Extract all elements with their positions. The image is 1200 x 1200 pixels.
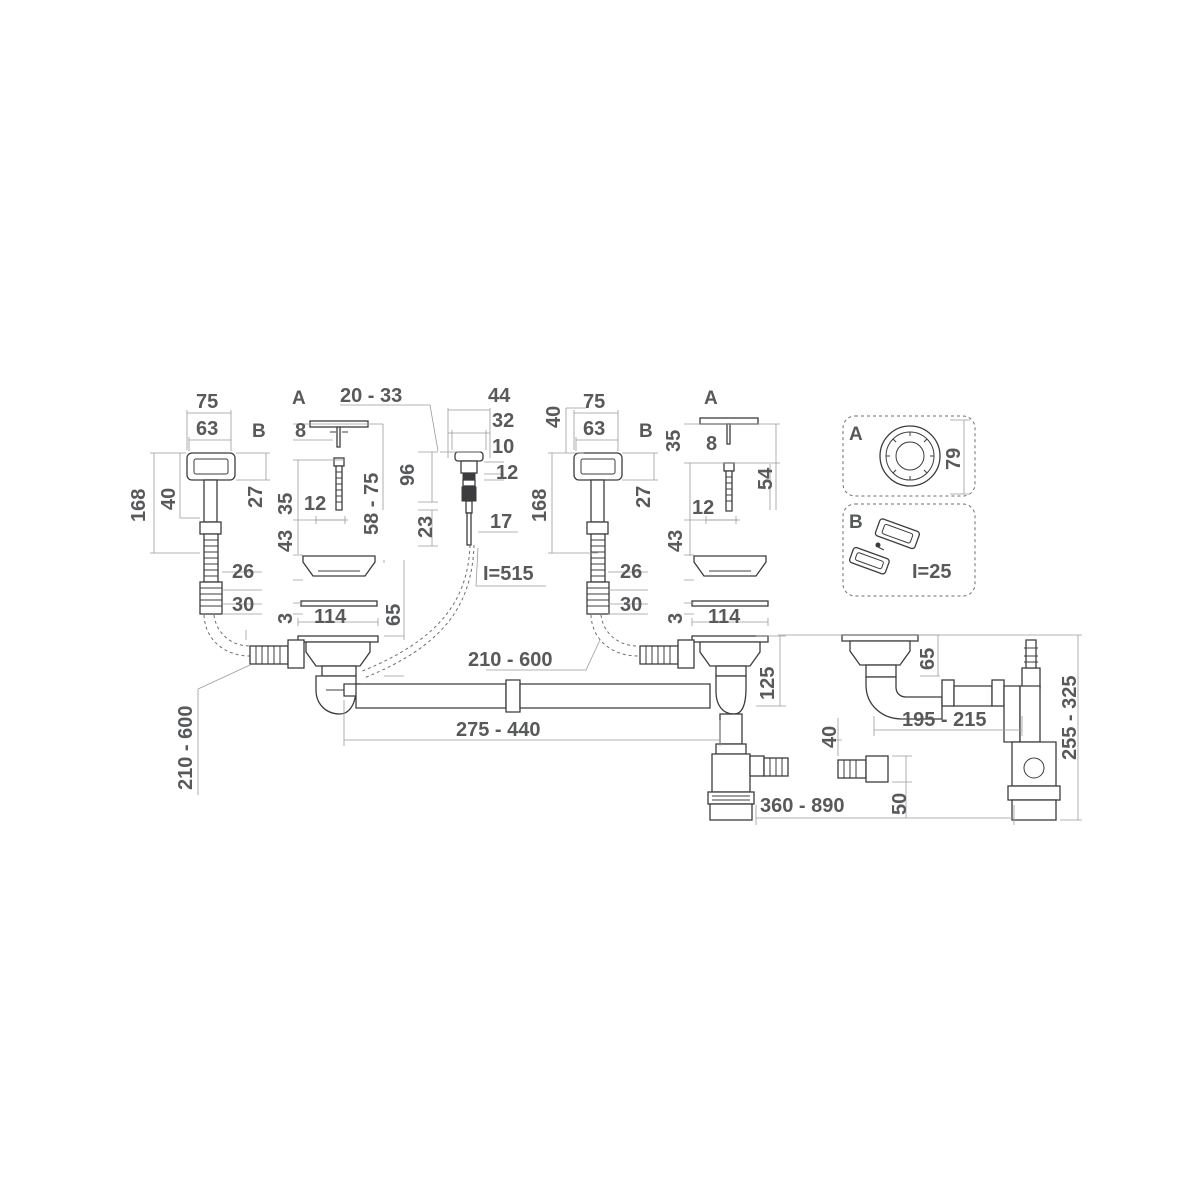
- dim-17: 17: [490, 511, 512, 533]
- right-basket-siphon: [639, 635, 789, 821]
- dim-10: 10: [492, 436, 514, 458]
- dim-20-33: 20 - 33: [340, 385, 402, 407]
- dim-58-75: 58 - 75: [361, 473, 383, 535]
- dim-43-left: 43: [275, 530, 297, 552]
- dimension-labels: 75 63 168 40 27 26 30 210 - 600 20 - 33 …: [128, 385, 1081, 817]
- dim-26-mid: 26: [620, 561, 642, 583]
- overflow-button: [359, 451, 484, 679]
- dim-3-left: 3: [275, 613, 297, 624]
- dim-65-left: 65: [383, 604, 405, 626]
- hose-adapter: [837, 755, 889, 783]
- dim-32: 32: [492, 410, 514, 432]
- dim-79: 79: [943, 448, 965, 470]
- dim-30-left: 30: [232, 594, 254, 616]
- dim-75-left: 75: [196, 391, 218, 413]
- dimension-lines: [150, 404, 1082, 825]
- dim-275-440: 275 - 440: [456, 719, 541, 741]
- right-overflow-assembly: [573, 452, 639, 657]
- callout-a-right: A: [704, 388, 718, 409]
- dim-30-mid: 30: [620, 594, 642, 616]
- dim-8-left: 8: [295, 420, 306, 442]
- dim-75-mid: 75: [583, 391, 605, 413]
- dim-210-600-mid: 210 - 600: [468, 649, 553, 671]
- callout-labels: A B A B A B: [252, 388, 863, 533]
- dim-63-left: 63: [196, 418, 218, 440]
- dim-40-adapter: 40: [819, 726, 841, 748]
- dim-35-mid: 35: [663, 430, 685, 452]
- dim-12-left: 12: [304, 493, 326, 515]
- dim-23: 23: [415, 516, 437, 538]
- dim-65-single: 65: [917, 648, 939, 670]
- dim-54: 54: [755, 467, 777, 490]
- dim-40-left: 40: [158, 488, 180, 510]
- dim-210-600-left: 210 - 600: [175, 705, 197, 790]
- callout-b-detail: B: [849, 512, 863, 533]
- callout-a-detail: A: [849, 424, 863, 445]
- callout-a-left: A: [292, 388, 306, 409]
- dim-125: 125: [757, 667, 779, 700]
- dim-44: 44: [488, 385, 511, 407]
- dim-35-left: 35: [275, 493, 297, 515]
- length-25: I=25: [912, 561, 951, 583]
- detail-box-a: [842, 415, 976, 497]
- dim-96: 96: [397, 464, 419, 486]
- dim-12-right: 12: [692, 497, 714, 519]
- dim-40-mid: 40: [543, 406, 565, 428]
- dim-43-right: 43: [665, 530, 687, 552]
- dim-114-left: 114: [314, 606, 347, 628]
- length-515: I=515: [483, 563, 534, 585]
- dim-12-button: 12: [496, 462, 518, 484]
- dim-27-left: 27: [245, 486, 267, 508]
- right-strainer-parts: [691, 417, 769, 607]
- dim-255-325: 255 - 325: [1059, 675, 1081, 760]
- dim-168-mid: 168: [529, 489, 551, 522]
- dim-8-right: 8: [706, 433, 717, 455]
- dim-360-890: 360 - 890: [760, 795, 845, 817]
- dim-195-215: 195 - 215: [902, 709, 987, 731]
- detail-box-b: [842, 503, 976, 597]
- callout-b-left: B: [252, 421, 266, 442]
- left-basket-siphon: [249, 635, 711, 715]
- dim-50: 50: [889, 793, 911, 815]
- callout-b-right: B: [639, 421, 653, 442]
- single-bowl-siphon: [841, 634, 1061, 821]
- dim-27-mid: 27: [633, 486, 655, 508]
- dim-114-right: 114: [708, 606, 741, 628]
- left-overflow-assembly: [186, 452, 251, 657]
- dim-3-right: 3: [665, 613, 687, 624]
- dim-26-left: 26: [232, 561, 254, 583]
- dim-63-mid: 63: [583, 418, 605, 440]
- dim-168-left: 168: [128, 489, 150, 522]
